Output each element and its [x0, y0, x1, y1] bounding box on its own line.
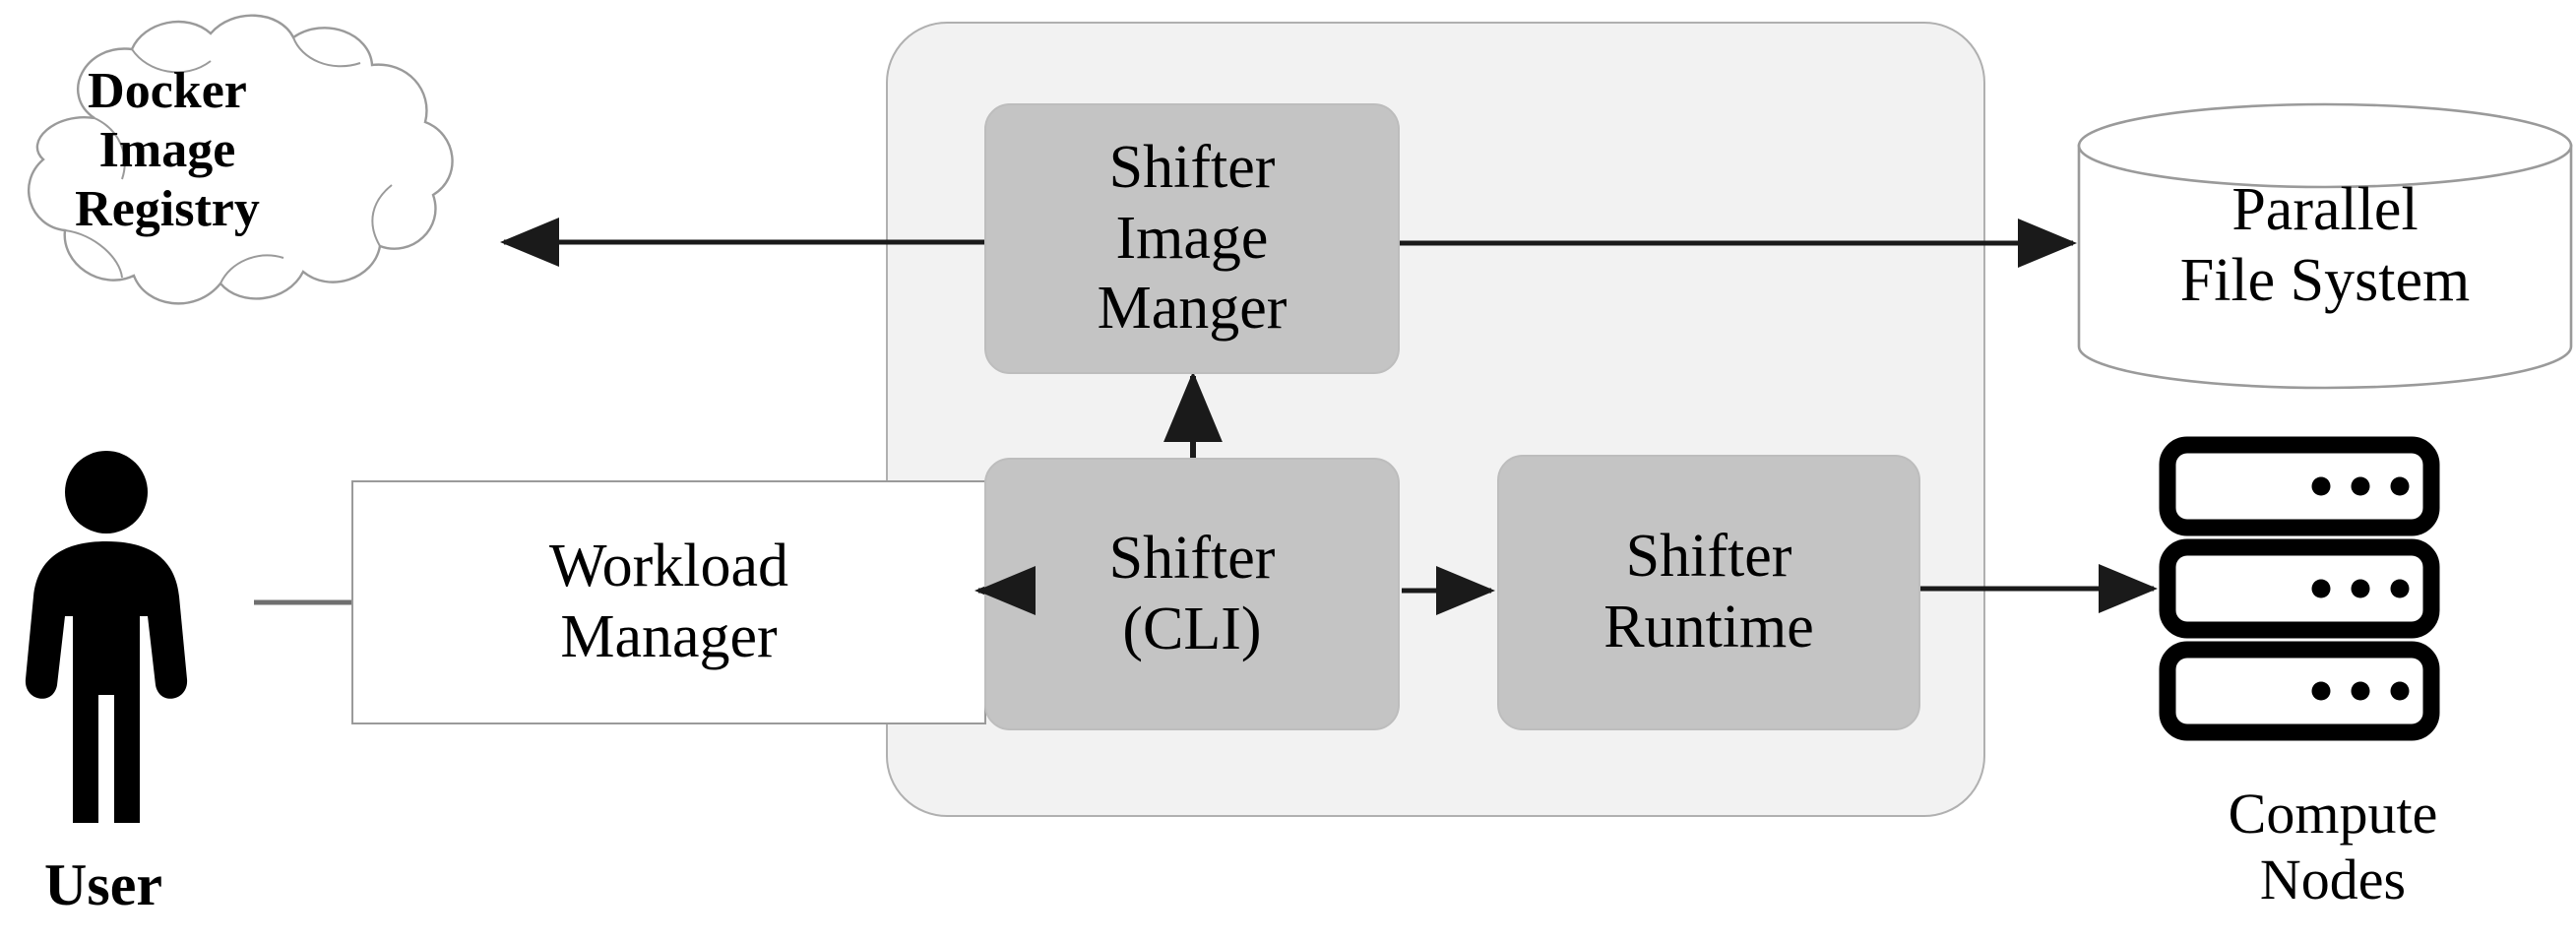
workload-manager-box[interactable] [351, 480, 986, 724]
shifter-runtime-box[interactable] [1497, 455, 1920, 730]
shifter-cli-box[interactable] [984, 458, 1400, 730]
shifter-image-manger-box[interactable] [984, 103, 1400, 374]
compute-nodes-rack-icon [2159, 436, 2440, 741]
parallel-file-system-cylinder-shape [2077, 102, 2573, 390]
docker-registry-cloud-shape [27, 14, 454, 305]
user-person-icon [25, 451, 188, 823]
